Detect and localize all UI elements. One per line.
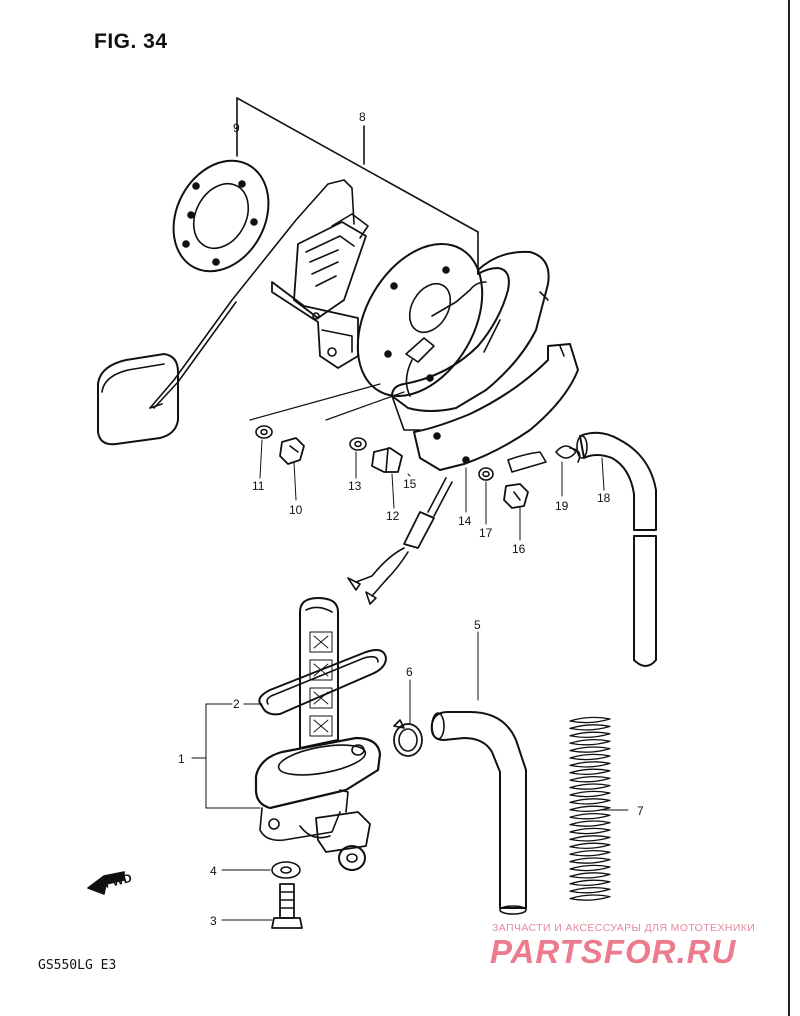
watermark-tagline: ЗАПЧАСТИ И АКСЕССУАРЫ ДЛЯ МОТОТЕХНИКИ <box>492 922 756 934</box>
washer-4 <box>271 861 301 879</box>
model-code: GS550LG E3 <box>38 958 117 973</box>
label-3: 3 <box>210 914 217 928</box>
bolt-12 <box>371 447 403 473</box>
fuel-level-sender <box>97 179 369 446</box>
label-14: 14 <box>458 514 472 528</box>
watermark-logo: PARTSFOR.RU <box>490 933 737 970</box>
label-leaders <box>191 131 629 921</box>
protector-cover-14 <box>413 343 579 473</box>
part-labels: 9 8 11 10 13 15 12 14 17 16 19 18 5 6 2 … <box>103 110 644 928</box>
label-2: 2 <box>233 697 240 711</box>
label-6: 6 <box>406 665 413 679</box>
label-12: 12 <box>386 509 400 523</box>
label-11: 11 <box>252 479 265 493</box>
bolt-3 <box>271 883 303 929</box>
washer-13 <box>349 437 367 451</box>
label-10: 10 <box>289 503 303 517</box>
fuel-cock-assembly <box>254 597 382 871</box>
label-9: 9 <box>233 121 240 135</box>
label-17: 17 <box>479 526 493 540</box>
page-edge-divider <box>788 0 790 1016</box>
spring-7 <box>569 716 611 901</box>
sender-plate <box>356 243 487 397</box>
clip-19 <box>555 445 581 463</box>
assembly-bracket-8 <box>236 97 479 271</box>
leader-lines <box>249 383 405 421</box>
label-1: 1 <box>178 752 185 766</box>
washer-11 <box>255 425 273 439</box>
figure-title: FIG. 34 <box>94 30 168 53</box>
screw-10 <box>279 437 305 465</box>
label-19: 19 <box>555 499 569 513</box>
label-7: 7 <box>637 804 644 818</box>
label-13: 13 <box>348 479 362 493</box>
gasket-ring-9 <box>172 159 270 273</box>
fwd-label: FWD <box>103 871 133 891</box>
label-18: 18 <box>597 491 611 505</box>
hose-5 <box>430 711 527 915</box>
o-ring-2 <box>258 649 387 716</box>
label-16: 16 <box>512 542 526 556</box>
protector-cover-15 <box>391 250 550 431</box>
clamp-6 <box>393 719 423 757</box>
label-5: 5 <box>474 618 481 632</box>
screw-16 <box>503 483 529 509</box>
sender-wire-lead <box>347 477 453 605</box>
forward-direction-arrow <box>87 871 125 895</box>
label-4: 4 <box>210 864 217 878</box>
hose-18 <box>576 431 657 667</box>
label-8: 8 <box>359 110 366 124</box>
washer-17 <box>478 467 494 481</box>
label-15: 15 <box>403 477 417 491</box>
